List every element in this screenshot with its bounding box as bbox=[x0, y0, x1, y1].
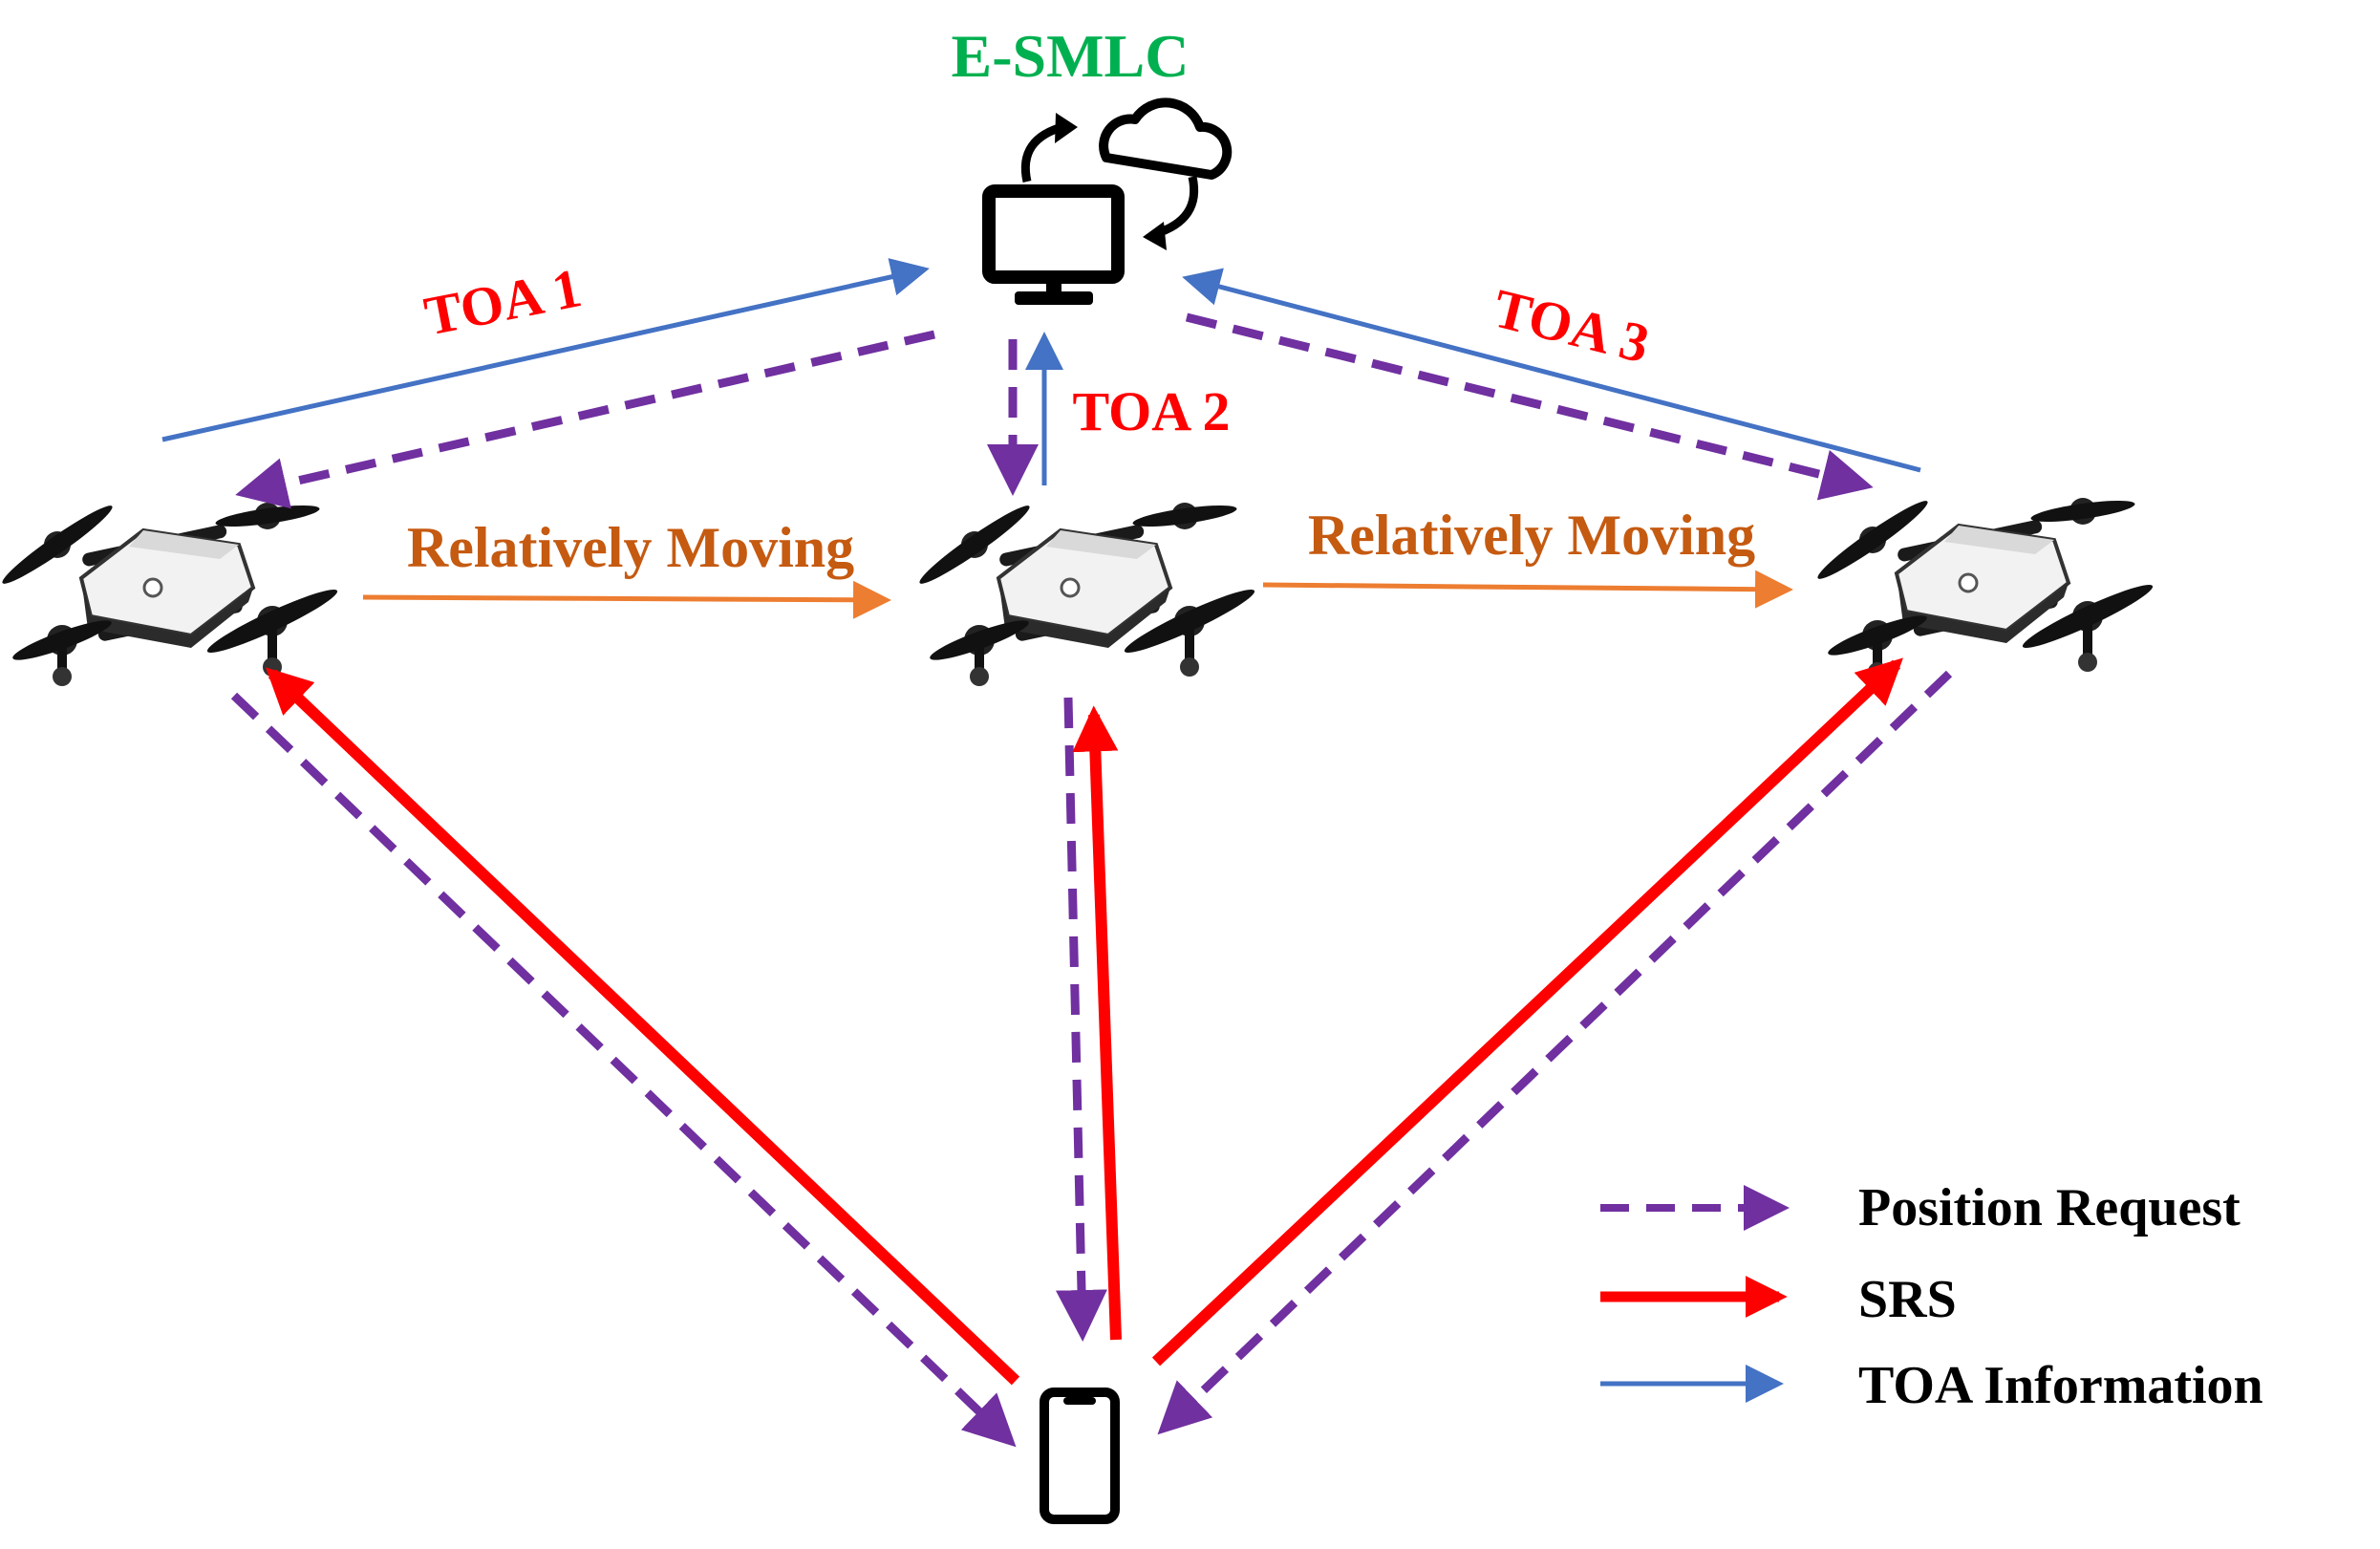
legend-label-srs: SRS bbox=[1858, 1270, 1957, 1329]
toa-label-1: TOA 1 bbox=[419, 256, 586, 347]
toa-label-2: TOA 2 bbox=[1073, 380, 1231, 442]
srs-phone-to-left bbox=[266, 667, 1020, 1386]
drone-right-icon bbox=[1812, 494, 2156, 681]
position-request-server-to-right bbox=[1185, 312, 1874, 501]
motion-label-left: Relatively Moving bbox=[407, 516, 854, 579]
position-request-center-to-phone bbox=[1055, 697, 1107, 1342]
computer-cloud-icon bbox=[982, 97, 1233, 305]
srs-phone-to-right bbox=[1151, 657, 1903, 1366]
motion-label-right: Relatively Moving bbox=[1308, 504, 1755, 567]
motion-arrow-right bbox=[1262, 570, 1793, 609]
srs-phone-to-center bbox=[1072, 705, 1122, 1341]
drone-left-icon bbox=[0, 499, 341, 686]
legend-label-toa-information: TOA Information bbox=[1858, 1356, 2263, 1415]
position-request-left-to-phone bbox=[230, 692, 1017, 1448]
toa-label-3: TOA 3 bbox=[1488, 277, 1656, 376]
legend-label-position-request: Position Request bbox=[1858, 1178, 2241, 1237]
position-request-server-to-left bbox=[235, 330, 936, 509]
drone-center-icon bbox=[914, 499, 1258, 686]
toa-info-arrow-right bbox=[1182, 268, 1921, 473]
server-title: E-SMLC bbox=[952, 22, 1190, 90]
motion-arrow-left bbox=[362, 580, 891, 619]
position-request-right-to-phone bbox=[1157, 670, 1953, 1435]
legend: Position Request SRS TOA Information bbox=[1600, 1178, 2263, 1415]
toa-info-arrow-left bbox=[161, 258, 930, 442]
smartphone-icon bbox=[1040, 1388, 1120, 1524]
